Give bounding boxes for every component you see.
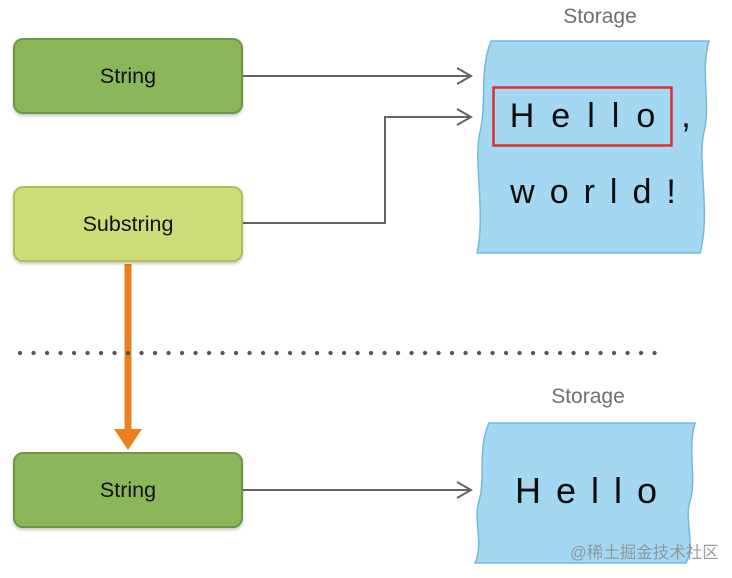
substring-box: Substring xyxy=(13,186,243,262)
string-box-original-label: String xyxy=(99,63,157,88)
substring-highlight-box xyxy=(492,86,673,147)
storage-title-bottom: Storage xyxy=(551,385,625,408)
arrowhead-string-to-storage-icon xyxy=(456,67,474,85)
watermark: @稀土掘金技术社区 xyxy=(570,544,719,562)
storage-text-world: world! xyxy=(480,163,706,221)
storage-title-top: Storage xyxy=(563,5,637,28)
storage-flag-new xyxy=(473,422,697,564)
substring-box-label: Substring xyxy=(82,211,174,236)
storage-text-world-chars: world! xyxy=(510,172,691,211)
string-box-original: String xyxy=(13,38,243,114)
string-box-promoted: String xyxy=(13,452,243,528)
storage-text-comma: , xyxy=(674,87,698,146)
storage-flag-shared xyxy=(476,40,710,254)
storage-text-comma-char: , xyxy=(681,97,691,135)
arrowhead-string2-to-storage-icon xyxy=(456,481,474,499)
mutation-arrow-head-icon xyxy=(114,429,142,450)
storage-text-hello: Hello xyxy=(493,87,672,146)
storage-text-hello-new-chars: Hello xyxy=(514,470,673,511)
storage-text-hello-chars: Hello xyxy=(509,97,673,135)
string-box-promoted-label: String xyxy=(99,477,157,502)
storage-text-hello-new: Hello xyxy=(478,462,694,520)
arrowhead-substring-to-storage-icon xyxy=(456,108,474,126)
connector-substring-to-storage xyxy=(243,116,470,224)
